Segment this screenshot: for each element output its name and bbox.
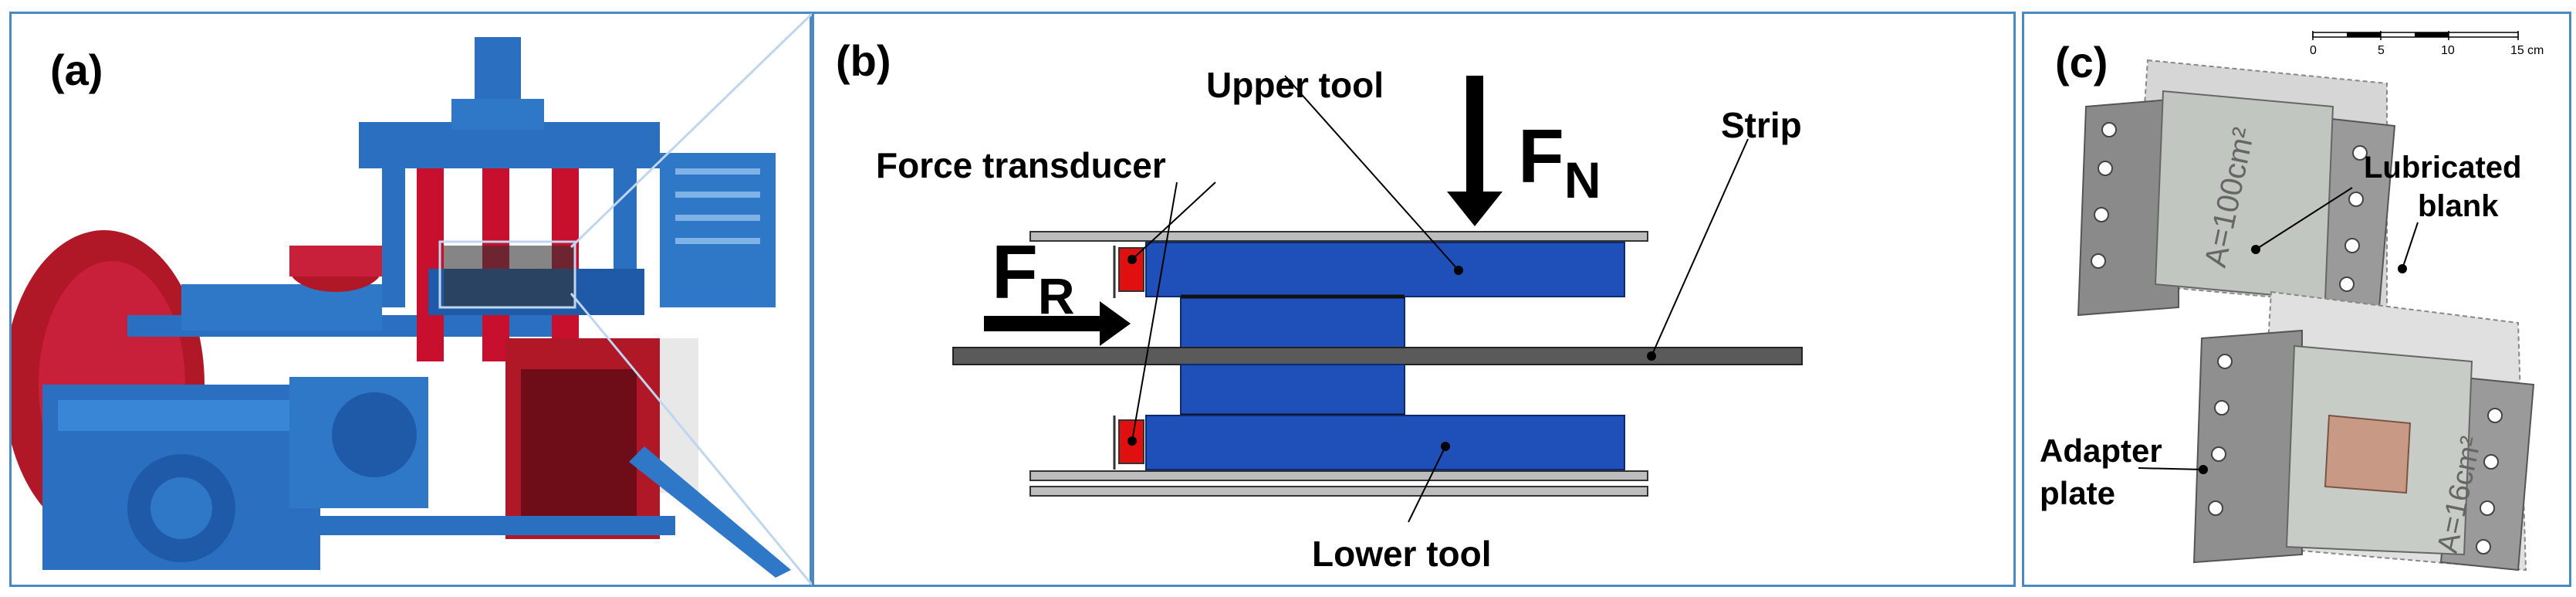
lower-plate-1 [1029,470,1648,481]
strip-label: Strip [1721,105,1802,145]
lubricated-label-line2: blank [2418,189,2499,223]
fr-label-sub: R [1038,267,1075,324]
panel-a-machine-photo: (a) [9,12,812,587]
fr-arrow-shaft [984,316,1104,331]
force-transducer-upper [1118,247,1144,292]
panel-b-label: (b) [836,36,891,85]
force-transducer-label: Force transducer [876,145,1166,185]
scale-tick-5: 5 [2378,44,2385,57]
fn-label-main: F [1518,114,1564,198]
upper-plate [1029,231,1648,242]
scale-tick-15: 15 [2510,44,2524,57]
control-panel [660,153,776,307]
panel-c-tool-samples: 0 5 10 15 cm A=100cm² [2022,12,2571,587]
fn-arrow-head [1447,192,1503,226]
fn-label: FN [1518,114,1601,209]
adapter-label-line2: plate [2040,475,2115,511]
panel-b-schematic: Upper tool Force transducer Strip Lower … [812,12,2016,587]
lubricated-label-line1: Lubricated [2364,151,2521,185]
adapter-label-line1: Adapter [2040,432,2162,469]
lower-plate-2 [1029,486,1648,497]
fr-label-main: F [992,229,1038,314]
lower-tool-label: Lower tool [1312,534,1492,574]
upper-insert [1180,296,1405,348]
lower-insert [1180,364,1405,416]
upper-tool [1145,242,1625,297]
panel-c-label: (c) [2055,38,2108,86]
fr-arrow-head [1100,301,1131,346]
upper-tool-label: Upper tool [1206,65,1384,105]
machine-illustration [12,37,791,578]
lower-tool [1145,415,1625,470]
large-sample: A=100cm² [2077,59,2396,317]
fr-label: FR [992,229,1075,324]
small-sample: A=16cm² [2192,290,2535,572]
panel-a-label: (a) [50,46,103,94]
fn-label-sub: N [1564,151,1601,209]
strip [952,347,1803,365]
tool-schematic: Upper tool Force transducer Strip Lower … [876,65,1803,574]
samples-illustration: 0 5 10 15 cm A=100cm² [2040,31,2544,572]
scale-tick-0: 0 [2310,44,2317,57]
scale-bar: 0 5 10 15 cm [2310,31,2544,57]
scale-tick-10: 10 [2441,44,2455,57]
scale-unit: cm [2527,44,2544,57]
detail-highlight-box [438,240,576,309]
fn-arrow-shaft [1466,76,1483,195]
